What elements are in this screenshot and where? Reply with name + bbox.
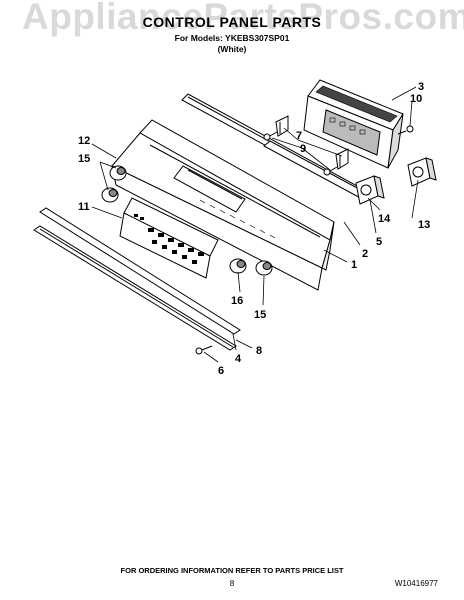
callout-15-lower: 15: [254, 309, 266, 321]
document-id: W10416977: [394, 579, 438, 588]
control-panel-part: [111, 119, 335, 291]
control-overlay-part: [119, 197, 219, 279]
callout-14: 14: [378, 213, 391, 225]
models-line: For Models: YKEBS307SP01: [174, 33, 290, 43]
callout-3: 3: [418, 81, 424, 93]
screw-9-lower: [323, 166, 338, 176]
callout-5: 5: [376, 236, 382, 248]
page-title: CONTROL PANEL PARTS: [142, 14, 322, 30]
callout-13: 13: [418, 219, 430, 231]
screw-6: [195, 345, 213, 355]
callout-11: 11: [78, 201, 90, 213]
mounting-bracket-upper: [275, 115, 289, 137]
callout-6: 6: [218, 365, 224, 377]
callout-8: 8: [256, 345, 262, 357]
callout-9: 9: [300, 143, 306, 155]
callout-7: 7: [296, 130, 302, 142]
ordering-notice: FOR ORDERING INFORMATION REFER TO PARTS …: [120, 566, 344, 575]
mounting-bracket-lower: [335, 148, 349, 170]
lower-trim-strip-8: [33, 225, 237, 351]
callout-1: 1: [351, 259, 357, 271]
color-line: (White): [217, 44, 247, 54]
knob-15-upper: [109, 165, 127, 181]
watermark: AppliancePartsPros.com: [22, 0, 464, 37]
knob-15-lower: [101, 187, 119, 203]
callout-16: 16: [231, 295, 243, 307]
infinite-switch-13: [407, 157, 437, 187]
infinite-switch-14: [355, 175, 385, 205]
lower-trim-strip-4: [39, 207, 241, 335]
knob-16: [229, 258, 247, 274]
page-number: 8: [229, 579, 235, 588]
knob-15-right: [255, 260, 273, 276]
callout-10: 10: [410, 93, 422, 105]
callout-12: 12: [78, 135, 90, 147]
callout-2: 2: [362, 248, 368, 260]
callout-4: 4: [235, 353, 242, 365]
electronic-control-board: [303, 79, 404, 169]
screw-9-upper: [263, 131, 278, 141]
callout-labels: 3 10 7 9 12 15 11 13 14 5 2 1 16 15 4 8 …: [78, 81, 430, 377]
callout-15-upper: 15: [78, 153, 90, 165]
